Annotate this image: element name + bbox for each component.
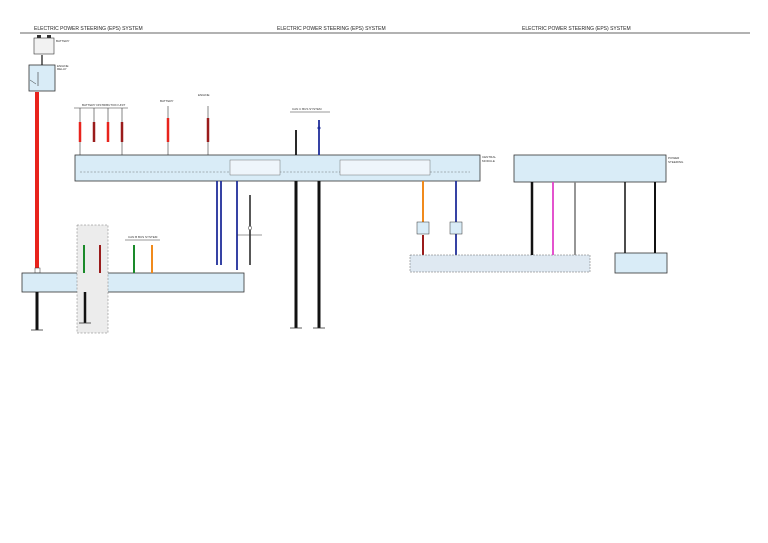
- page-title-left: ELECTRIC POWER STEERING (EPS) SYSTEM: [34, 26, 143, 32]
- svg-text:MODULE: MODULE: [482, 159, 495, 163]
- fuse-feeds: BATTERY ENGINE: [78, 93, 210, 155]
- svg-text:BATTERY: BATTERY: [56, 39, 70, 43]
- page-title-center: ELECTRIC POWER STEERING (EPS) SYSTEM: [277, 26, 386, 32]
- svg-text:ENGINE: ENGINE: [198, 93, 210, 97]
- svg-text:BATTERY: BATTERY: [160, 99, 174, 103]
- lower-module: [21, 272, 245, 293]
- fuse-icon: [416, 221, 430, 235]
- page-title-right: ELECTRIC POWER STEERING (EPS) SYSTEM: [522, 26, 631, 32]
- splice-icon: [247, 225, 253, 231]
- eps-module: [513, 154, 667, 183]
- svg-text:BATTERY DISTRIBUTION UNIT: BATTERY DISTRIBUTION UNIT: [82, 103, 126, 107]
- battery: BATTERY ENGINE RELAY: [28, 35, 70, 92]
- svg-text:CENTRAL: CENTRAL: [482, 155, 496, 159]
- svg-text:STEERING: STEERING: [668, 160, 684, 164]
- svg-text:CAN C BUS SYSTEM: CAN C BUS SYSTEM: [292, 107, 322, 111]
- svg-text:POWER: POWER: [668, 156, 680, 160]
- battery-icon: [33, 37, 55, 55]
- svg-text:CAN B BUS SYSTEM: CAN B BUS SYSTEM: [128, 235, 158, 239]
- svg-text:RELAY: RELAY: [57, 67, 67, 71]
- svg-text:ENGINE: ENGINE: [57, 64, 69, 68]
